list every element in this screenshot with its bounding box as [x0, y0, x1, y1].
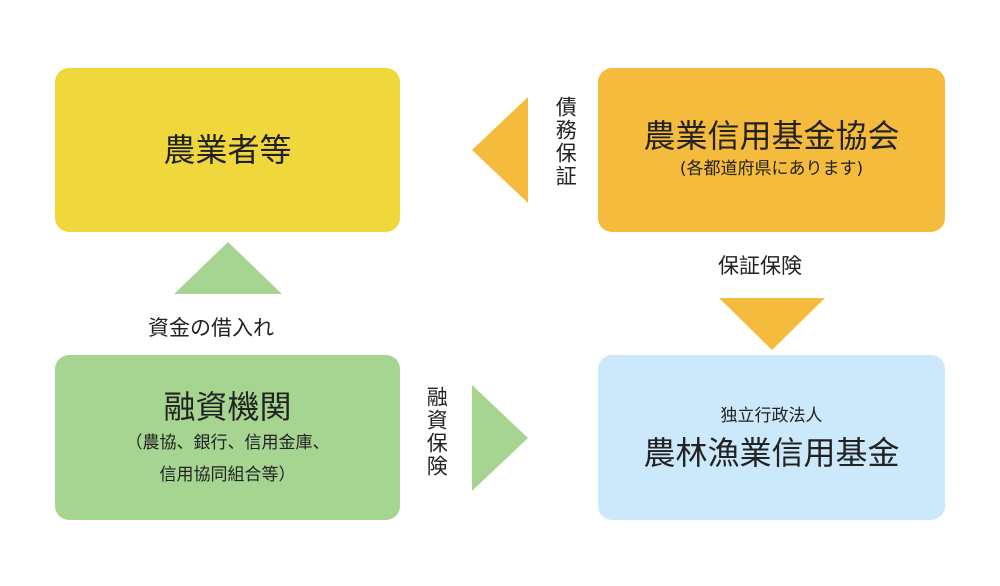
- loan-arrow-shape: [174, 242, 282, 294]
- financial-institution-subtitle-line2: 信用協同組合等）: [159, 464, 296, 485]
- fund-title: 農林漁業信用基金: [643, 433, 900, 472]
- financing-insurance-label: 融資保険: [424, 386, 449, 478]
- financial-institution-subtitle-line1: （農協、銀行、信用金庫、: [125, 432, 330, 453]
- association-box: 農業信用基金協会 (各都道府県にあります): [598, 68, 945, 232]
- fund-box: 独立行政法人 農林漁業信用基金: [598, 355, 945, 520]
- guarantee-label: 債務保証: [553, 96, 578, 188]
- farmers-box: 農業者等: [55, 68, 400, 232]
- insurance-guarantee-arrow-down: [719, 298, 825, 350]
- financing-insurance-arrow-shape: [472, 385, 528, 491]
- insurance-guarantee-label: 保証保険: [718, 254, 802, 278]
- association-subtitle: (各都道府県にあります): [679, 158, 864, 179]
- financial-institution-title: 融資機関: [163, 387, 292, 426]
- insurance-guarantee-arrow-shape: [719, 298, 825, 350]
- guarantee-arrow-shape: [472, 97, 528, 203]
- fund-org-type-label: 独立行政法人: [720, 405, 823, 426]
- farmers-title: 農業者等: [163, 130, 292, 169]
- guarantee-arrow-left: [472, 97, 528, 203]
- loan-arrow-up: [174, 242, 282, 294]
- association-title: 農業信用基金協会: [643, 117, 900, 156]
- financing-insurance-arrow-right: [472, 385, 528, 491]
- financial-institution-box: 融資機関 （農協、銀行、信用金庫、 信用協同組合等）: [55, 355, 400, 520]
- loan-label: 資金の借入れ: [148, 316, 274, 340]
